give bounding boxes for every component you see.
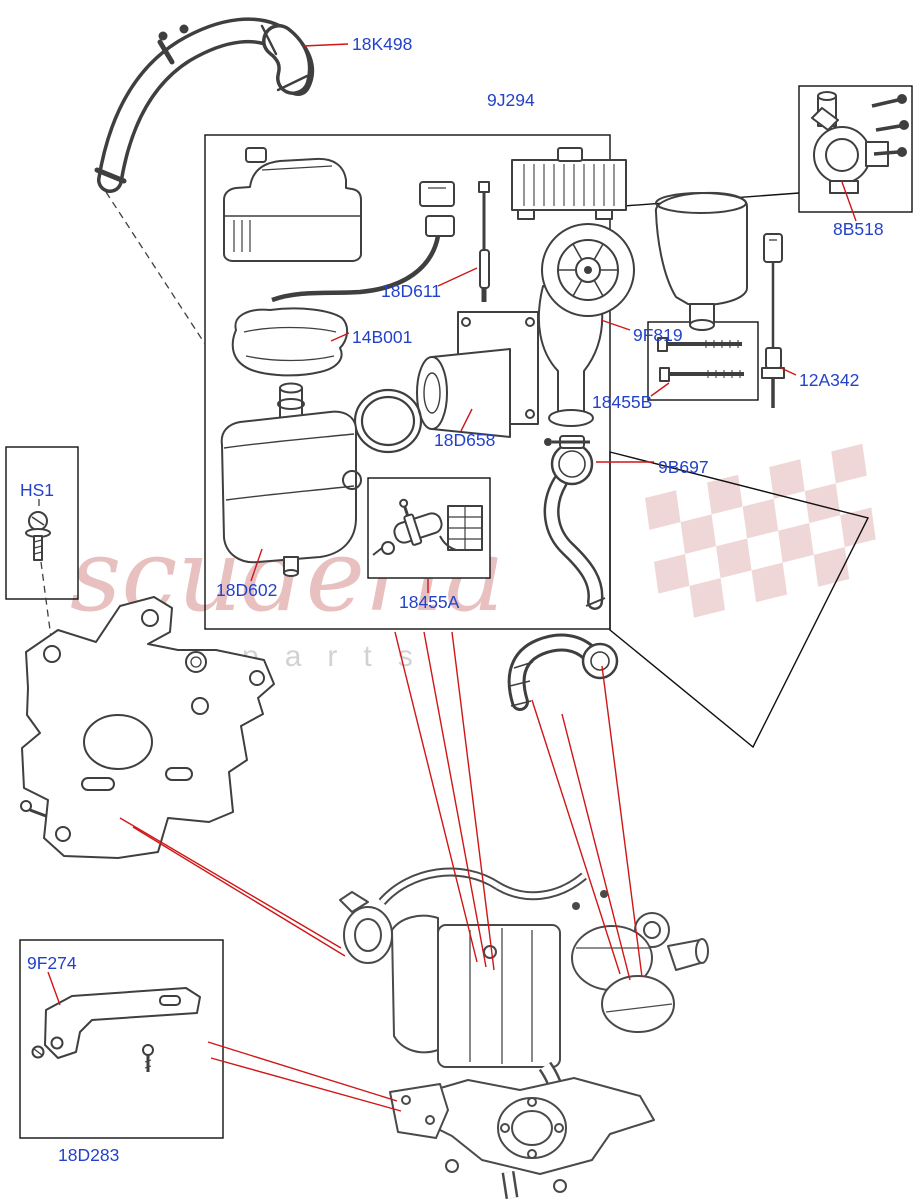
mounting-bracket-art (20, 596, 275, 859)
part-labels: 18K498 9J294 8B518 18D611 14B001 9F819 1… (20, 34, 884, 1165)
part-label-9F819[interactable]: 9F819 (633, 325, 683, 345)
ecu-cover-art (223, 147, 362, 262)
insulation-cover-art (231, 307, 348, 377)
part-label-12A342[interactable]: 12A342 (799, 370, 859, 390)
part-label-18K498[interactable]: 18K498 (352, 34, 412, 54)
heater-body-art (220, 382, 362, 577)
part-label-18D283[interactable]: 18D283 (58, 1145, 119, 1165)
hs1-box (5, 446, 79, 600)
part-label-18455A[interactable]: 18455A (399, 592, 460, 612)
alignment-dashed-lines (38, 191, 206, 646)
part-label-9J294[interactable]: 9J294 (487, 90, 535, 110)
bolt-kit-art (657, 337, 744, 382)
aux-pump-art (811, 91, 909, 194)
leader-lines (47, 43, 857, 1112)
part-label-18D611[interactable]: 18D611 (381, 281, 441, 301)
elbow-duct-art (507, 633, 619, 711)
o-ring-art (353, 388, 423, 454)
part-label-18D658[interactable]: 18D658 (434, 430, 495, 450)
engine-assembly-art (339, 867, 709, 1199)
wiring-harness-art (271, 181, 455, 303)
bracket-box (19, 939, 224, 1139)
blower-art (537, 223, 635, 427)
temp-sensor-art (761, 233, 785, 408)
aux-pump-box (798, 85, 913, 213)
cup-cover-art (654, 191, 748, 331)
control-module-art (511, 147, 627, 220)
fuel-pump-kit-art (372, 498, 483, 556)
elbow-box (609, 451, 870, 749)
clamp-art (543, 435, 606, 610)
part-label-14B001[interactable]: 14B001 (352, 327, 412, 347)
support-bracket-art (31, 987, 201, 1072)
part-label-HS1[interactable]: HS1 (20, 480, 54, 500)
part-label-9B697[interactable]: 9B697 (658, 457, 709, 477)
part-label-9F274[interactable]: 9F274 (27, 953, 77, 973)
part-label-18455B[interactable]: 18455B (592, 392, 652, 412)
glow-plug-art (478, 181, 490, 302)
main-kit-box (204, 134, 611, 630)
combustion-tube-art (416, 311, 539, 438)
part-label-18D602[interactable]: 18D602 (216, 580, 277, 600)
part-label-8B518[interactable]: 8B518 (833, 219, 884, 239)
coolant-hose-art (94, 17, 315, 193)
hs1-bolt-art (25, 511, 51, 561)
